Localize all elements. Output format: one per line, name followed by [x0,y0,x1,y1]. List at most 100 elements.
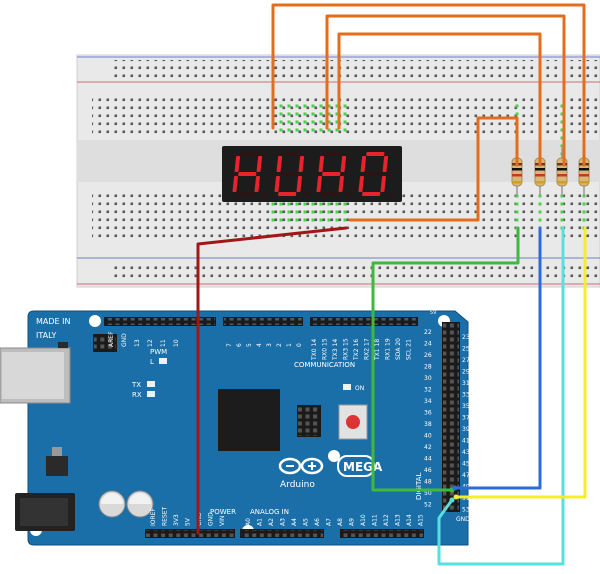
connected-hole [311,202,315,206]
segment-d [278,192,297,196]
voltage-regulator-tab [52,447,62,456]
pin-label: 41 [462,438,470,445]
on-label: ON [355,385,364,392]
connected-hole [582,210,586,214]
top-5v-label: 5V [430,310,437,316]
connected-hole [335,120,339,124]
pin-label: 6 [236,343,243,347]
connected-hole [327,128,331,132]
display-body [222,146,402,202]
connected-hole [319,104,323,108]
connected-hole [560,128,564,132]
connected-hole [287,120,291,124]
seven-segment-display [222,146,402,202]
segment-g [238,172,257,176]
pin-label: 46 [424,467,432,474]
connected-hole [538,218,542,222]
mount-hole [328,450,340,462]
pin-label: A7 [326,518,333,526]
pin-label: 44 [424,456,432,463]
segment-a [324,152,343,156]
led-rx [147,391,155,397]
pin-label: 4 [256,343,263,347]
connected-hole [295,202,299,206]
resistor-band [512,174,522,177]
pin-label: A6 [314,518,321,526]
pin-label: A5 [303,518,310,526]
wire-cyan [437,226,565,566]
connected-hole [560,144,564,148]
connected-hole [287,202,291,206]
connected-hole [311,112,315,116]
segment-b [256,156,263,172]
made-in-label: MADE IN [36,317,70,326]
connected-hole [319,112,323,116]
pin-label: 45 [462,461,470,468]
pin-label: RX0 15 [322,338,329,360]
connected-hole [279,202,283,206]
segment-a [366,152,385,156]
pin-label: 25 [462,346,470,353]
capacitor-top [129,493,151,504]
pin-label: RESET [162,506,169,526]
segment-a [282,152,301,156]
gnd-label: GND [456,516,470,523]
pin-label: A0 [245,518,252,526]
connected-hole [279,218,283,222]
connected-hole [582,218,586,222]
pin-label: A2 [268,518,275,526]
pin-label: 5V [185,517,192,526]
pin-label: 29 [462,369,470,376]
decimal-point [261,192,267,196]
connected-hole [343,202,347,206]
resistor-band [557,163,567,166]
pin-label: RX3 15 [343,338,350,360]
microcontroller-chip [218,389,280,451]
connected-hole [311,128,315,132]
segment-d [362,192,381,196]
display-digit [358,152,393,196]
communication-label: COMMUNICATION [294,361,355,369]
connected-hole [279,112,283,116]
pin-label: 11 [160,339,167,347]
pin-label: GND [208,512,215,526]
connected-hole [295,210,299,214]
smd-part [58,342,68,348]
connected-hole [343,210,347,214]
reset-button-cap [346,415,360,429]
connected-hole [311,104,315,108]
pin-label: A14 [406,514,413,526]
pin-label: 48 [424,479,432,486]
connected-hole [538,210,542,214]
connected-hole [343,120,347,124]
segment-d [236,192,255,196]
connected-hole [303,128,307,132]
pin-label: TX2 16 [353,339,360,361]
pin-label: AREF [108,331,115,347]
connected-hole [303,104,307,108]
pin-label: 24 [424,341,432,348]
tx-label: TX [131,381,141,389]
wire-digit1 [271,3,586,167]
resistor-band [535,174,545,177]
connected-hole [319,218,323,222]
connected-hole [311,218,315,222]
decimal-point [345,192,351,196]
segment-c [296,176,302,192]
connected-hole [295,112,299,116]
segment-c [380,176,386,192]
pin-label: 22 [424,329,432,336]
resistor [511,148,523,196]
led-l [159,358,167,364]
connected-hole [343,112,347,116]
rx-label: RX [132,391,142,399]
connected-hole [335,218,339,222]
wire-end [449,497,455,503]
connected-hole [287,104,291,108]
pin-label: 32 [424,387,432,394]
header-pwm-holes [224,318,302,325]
pin-label: TX1 18 [374,339,381,361]
pin-label: A12 [383,514,390,526]
pin-label: 39 [462,426,470,433]
pin-label: 13 [134,339,141,347]
